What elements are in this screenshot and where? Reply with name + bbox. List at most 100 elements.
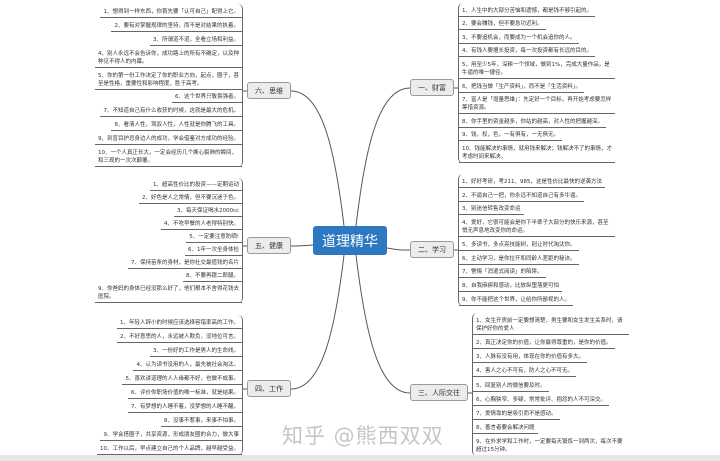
- leaf-item[interactable]: 6、心胸狭窄、多疑、常常批评、抱怨的人不可深交。: [473, 392, 632, 406]
- leaf-item-text: 8、善言者要会解决问题: [473, 424, 538, 434]
- leaf-item-text: 1、超高性价比的投资——定期运动: [149, 181, 242, 191]
- leaf-item[interactable]: 6、评价你职场价值的唯一标准，就是结果。: [95, 385, 242, 399]
- leaf-item[interactable]: 9、你爸妈的身体已经没那么好了，他们根本不舍得花钱去医院。: [95, 282, 242, 303]
- study-items: 1、好好考研，考211、985，这是性价比最快的逆袭方法 2、不逼自己一把，你永远…: [458, 174, 630, 307]
- leaf-item[interactable]: 6、1年一次全身体检: [95, 243, 242, 256]
- leaf-item-text: 9、到盲目护忌身边人的成功，学会借鉴对方成功的经验。: [95, 135, 242, 146]
- branch-social[interactable]: 三、人际交往: [410, 384, 468, 401]
- leaf-item[interactable]: 1、年轻人辞小的时候应该选择容错率高的工作。: [95, 315, 242, 329]
- branch-label: 一、财富: [418, 83, 446, 92]
- leaf-item[interactable]: 7、保持苗条的身材，是你社交最值钱的名片: [95, 256, 242, 269]
- leaf-item[interactable]: 3、每天保证喝水2000cc: [95, 204, 242, 217]
- leaf-item[interactable]: 1、超高性价比的投资——定期运动: [95, 178, 242, 191]
- leaf-item[interactable]: 2、要有对掌握规律的坚持，而不是对结果的执着。: [95, 18, 242, 32]
- leaf-item[interactable]: 3、别迷信转售改变命运: [459, 202, 630, 216]
- link-social: [355, 254, 411, 394]
- leaf-item-text: 3、每天保证喝水2000cc: [173, 207, 242, 217]
- leaf-item-text: 5、用至少5年，深耕一个领域，做到1%，完成大量作品，是牛逼的唯一捷径。: [459, 61, 615, 79]
- leaf-item-text: 8、你手里的资金越多，你站的越高，对人性的把握越深。: [459, 118, 607, 128]
- leaf-item-text: 5、多读书，多点亮技能树，别让时代淘汰你。: [459, 241, 579, 251]
- leaf-item-text: 4、害人之心不可有，防人之心不可无。: [473, 367, 577, 378]
- leaf-item[interactable]: 1、好好考研，考211、985，这是性价比最快的逆袭方法: [459, 174, 630, 188]
- leaf-item[interactable]: 9、钱，权，色，一有俱有，一无俱无。: [459, 128, 630, 142]
- leaf-item[interactable]: 9、到盲目护忌身边人的成功，学会借鉴对方成功的经验。: [95, 131, 242, 146]
- leaf-item[interactable]: 5、一定要注意防晒!: [95, 230, 242, 243]
- leaf-item[interactable]: 7、不知道自己有什么收获的时候，这就是最大的危机。: [95, 103, 242, 118]
- leaf-item[interactable]: 6、这个世界只敬畏强者。: [95, 90, 242, 104]
- leaf-item[interactable]: 2、真正决定你的价值，让你赢得尊重的，是你的价值。: [473, 335, 632, 350]
- leaf-item-text: 7、不知道自己有什么收获的时候，这就是最大的危机。: [100, 107, 242, 118]
- leaf-item-text: 6、把钱当做「生产资料」，而不是「生活资料」。: [459, 83, 585, 93]
- leaf-item[interactable]: 10、工作以后，早点建立自己的个人品牌，越早越受益。: [95, 441, 242, 455]
- leaf-item[interactable]: 3、人脉有没有用，体现在你的价值有多大。: [473, 349, 632, 364]
- leaf-item[interactable]: 1、女生开房前一定要想清楚，男生要和女生发生关系时，请保护好你的爱人: [473, 313, 632, 336]
- leaf-item-text: 9、在外求学和工作时，一定要每天锻炼一到两次，每次不要超过15分钟。: [473, 438, 629, 456]
- branch-wealth[interactable]: 一、财富: [410, 79, 454, 96]
- leaf-item[interactable]: 8、看清人性，驾驭人性，人性就是你腾飞的工具。: [95, 117, 242, 132]
- watermark: 知乎 @熊西双双: [282, 424, 444, 448]
- leaf-item-text: 4、别人永远不会告诉你，成功路上的所有不确定，以及种种见不得人的内幕。: [95, 50, 242, 68]
- leaf-item[interactable]: 3、一份好的工作是男人的生命线。: [95, 343, 242, 357]
- wealth-items: 1、人生中的大部分苦恼和遗憾，都是钱不够引起的。2、要会赚钱，但不要急功近利。3…: [458, 3, 630, 163]
- leaf-item[interactable]: 8、你手里的资金越多，你站的越高，对人性的把握越深。: [459, 114, 630, 128]
- leaf-item-text: 9、学会搭圈子，共享资源，形成朋友圈的合力，做大事: [100, 431, 242, 441]
- leaf-item-text: 3、别迷信转售改变命运: [459, 205, 524, 216]
- leaf-item[interactable]: 3、不要追机会，而要成为一个机会追你的人。: [459, 30, 630, 44]
- leaf-item-text: 9、你不能把这个世界，让给你所鄙视的人。: [459, 296, 574, 307]
- leaf-item[interactable]: 7、有梦想的人睡不着，没梦想的人睡不醒。: [95, 399, 242, 413]
- leaf-item-text: 8、不要再跷二郎腿。: [183, 272, 242, 282]
- link-thinking: [290, 90, 345, 227]
- work-items: 1、年轻人辞小的时候应该选择容错率高的工作。2、不好意思的人，永远被人欺负，没地…: [95, 315, 243, 455]
- branch-thinking[interactable]: 六、思维: [247, 82, 291, 99]
- leaf-item[interactable]: 5、喜欢讲道理的人人缘都不好，也做不成事。: [95, 371, 242, 385]
- leaf-item-text: 7、爱情靠的是吸引而不是感动。: [473, 410, 560, 420]
- leaf-item[interactable]: 5、用至少5年，深耕一个领域，做到1%，完成大量作品，是牛逼的唯一捷径。: [459, 57, 630, 79]
- branch-work[interactable]: 四、工作: [247, 380, 291, 397]
- leaf-item-text: 6、评价你职场价值的唯一标准，就是结果。: [127, 389, 242, 399]
- leaf-item[interactable]: 7、富人是「增量思维」：先定好一个目标，再开始考虑要怎样筹措资源。: [459, 93, 630, 115]
- leaf-item[interactable]: 5、回复别人的微信要及时。: [473, 377, 632, 392]
- link-work: [290, 254, 345, 390]
- leaf-item[interactable]: 10、一个人真正长大，一定会经历几个撕心裂肺的瞬间，和三观的一次次颠覆。: [95, 145, 242, 168]
- leaf-item[interactable]: 9、在外求学和工作时，一定要每天锻炼一到两次，每次不要超过15分钟。: [473, 434, 632, 456]
- leaf-item[interactable]: 2、好色是人之常情，但不要沉迷于色。: [95, 191, 242, 204]
- leaf-item[interactable]: 9、学会搭圈子，共享资源，形成朋友圈的合力，做大事: [95, 427, 242, 441]
- branch-label: 四、工作: [255, 384, 283, 393]
- leaf-item[interactable]: 6、把钱当做「生产资料」，而不是「生活资料」。: [459, 79, 630, 93]
- leaf-item[interactable]: 1、人生中的大部分苦恼和遗憾，都是钱不够引起的。: [459, 3, 630, 17]
- thinking-items: 1、想得到一样东西，你首先要「认可自己」配得上它。 2、要有对掌握规律的坚持，而不…: [95, 4, 243, 168]
- link-study: [386, 247, 411, 251]
- leaf-item-text: 2、不逼自己一把，你永远不知道自己有多牛逼。: [459, 192, 585, 202]
- central-topic[interactable]: 道理精华: [313, 226, 387, 255]
- leaf-item[interactable]: 4、认为读书没用的人，最先被社会淘汰。: [95, 357, 242, 371]
- leaf-item[interactable]: 4、害人之心不可有，防人之心不可无。: [473, 363, 632, 378]
- leaf-item[interactable]: 1、想得到一样东西，你首先要「认可自己」配得上它。: [95, 4, 242, 18]
- leaf-item[interactable]: 8、没事不惹事，来事不怕事。: [95, 413, 242, 427]
- leaf-item[interactable]: 8、自我麻痹和感动，比放纵堕落更可怕: [459, 278, 630, 293]
- leaf-item[interactable]: 8、不要再跷二郎腿。: [95, 269, 242, 282]
- leaf-item[interactable]: 4、有钱人要擅长投资，每一次投资都有长远的目的。: [459, 44, 630, 58]
- leaf-item[interactable]: 6、主动学习，是你拉开和同龄人差距的秘诀。: [459, 251, 630, 265]
- leaf-item[interactable]: 3、所谓道不道，全看立场和利益。: [95, 32, 242, 46]
- branch-health[interactable]: 五、健康: [247, 237, 291, 254]
- leaf-item[interactable]: 7、警惕「消遣式阅读」的陷阱。: [459, 265, 630, 279]
- leaf-item-text: 2、要有对掌握规律的坚持，而不是对结果的执着。: [111, 22, 242, 32]
- leaf-item[interactable]: 9、你不能把这个世界，让给你所鄙视的人。: [459, 292, 630, 307]
- leaf-item-text: 8、看清人性，驾驭人性，人性就是你腾飞的工具。: [111, 121, 242, 132]
- branch-label: 五、健康: [255, 241, 283, 250]
- leaf-item[interactable]: 5、你的第一份工作决定了你的职业方向，起点，圈子，甚至是性格，重要性和影响程度，…: [95, 68, 242, 90]
- leaf-item[interactable]: 10、钱能解决的事情，就用钱来解决；钱解决不了的事情，才考虑时间来解决。: [459, 141, 630, 163]
- link-wealth: [355, 87, 411, 227]
- leaf-item[interactable]: 2、不逼自己一把，你永远不知道自己有多牛逼。: [459, 188, 630, 202]
- leaf-item-text: 4、不吃早餐的人老得特别快。: [160, 220, 242, 230]
- leaf-item-text: 3、人脉有没有用，体现在你的价值有多大。: [473, 353, 588, 364]
- leaf-item[interactable]: 4、不吃早餐的人老得特别快。: [95, 217, 242, 230]
- branch-study[interactable]: 二、学习: [410, 241, 454, 258]
- leaf-item[interactable]: 2、要会赚钱，但不要急功近利。: [459, 17, 630, 31]
- leaf-item[interactable]: 7、爱情靠的是吸引而不是感动。: [473, 406, 632, 420]
- leaf-item[interactable]: 4、爱好，它很可能会是你下半辈子大部分的快乐来源，甚至悄无声息地改变你的命运。: [459, 215, 630, 238]
- leaf-item[interactable]: 4、别人永远不会告诉你，成功路上的所有不确定，以及种种见不得人的内幕。: [95, 46, 242, 68]
- leaf-item[interactable]: 8、善言者要会解决问题: [473, 420, 632, 434]
- leaf-item[interactable]: 2、不好意思的人，永远被人欺负，没地位可言。: [95, 329, 242, 343]
- leaf-item[interactable]: 5、多读书，多点亮技能树，别让时代淘汰你。: [459, 237, 630, 251]
